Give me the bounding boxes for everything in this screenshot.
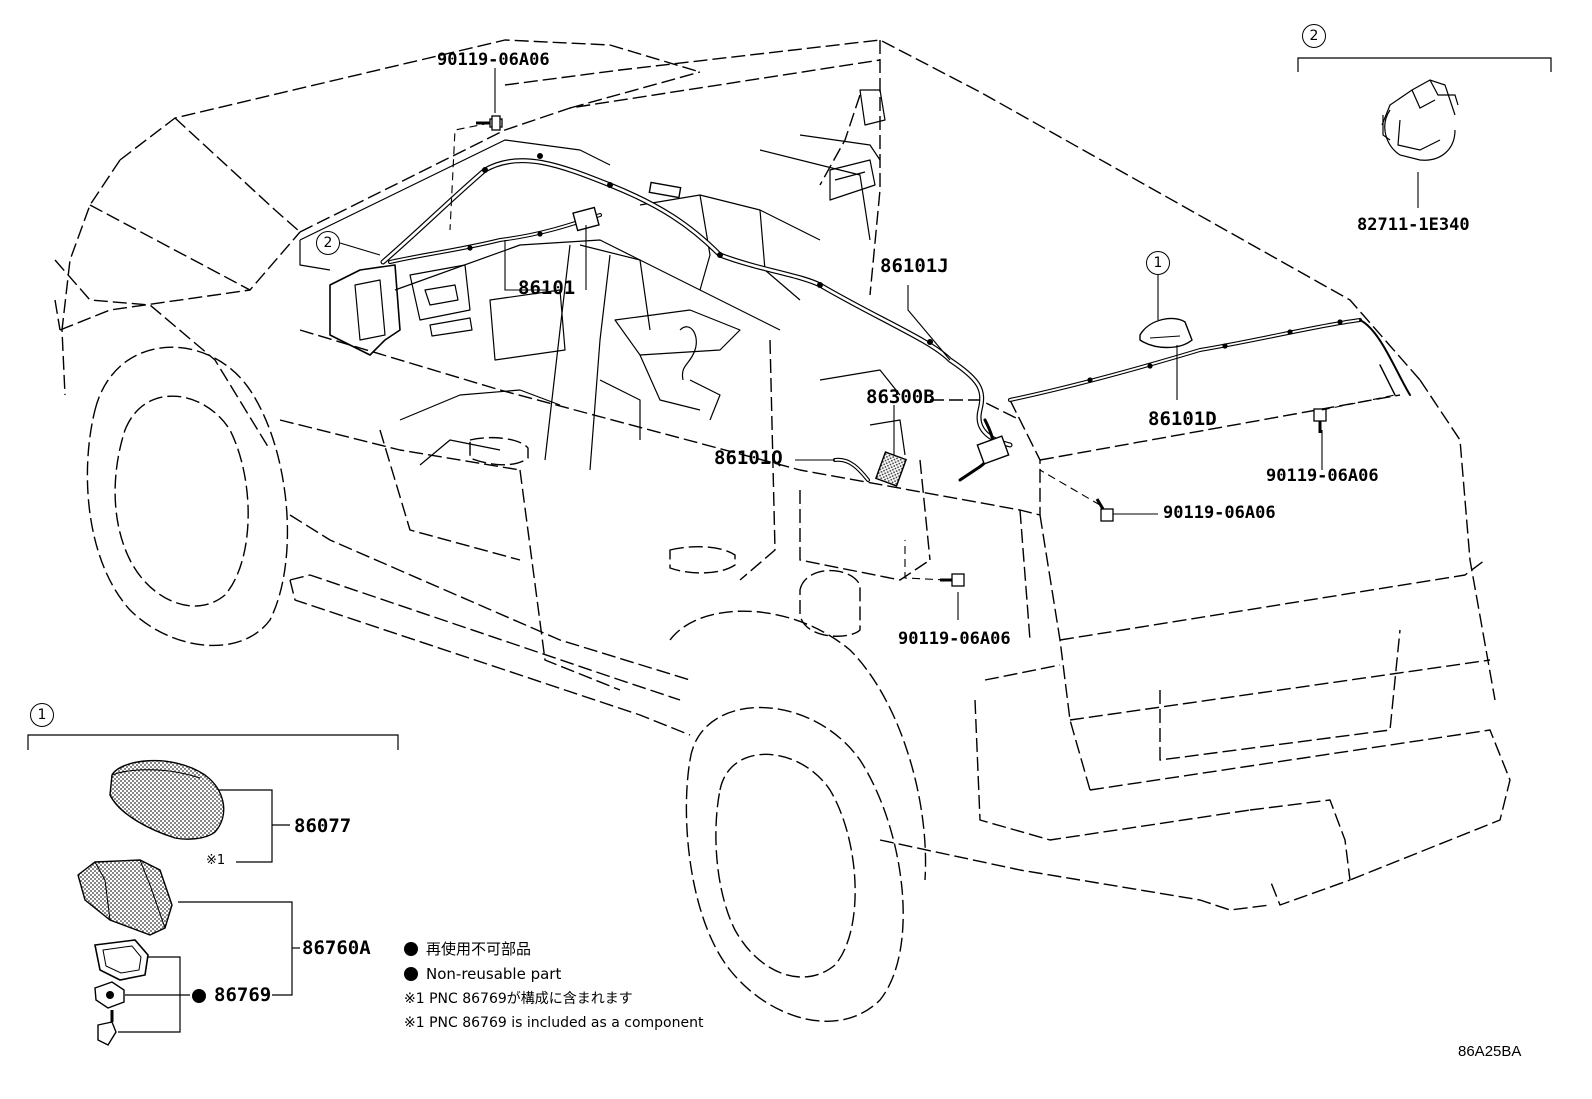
label-gasket-text: 86769	[214, 984, 272, 1006]
legend-jp-component: ※1 PNC 86769が構成に含まれます	[404, 991, 633, 1007]
legend-jp-nonreusable: 再使用不可部品	[404, 942, 531, 957]
label-bolt-mid: 90119-06A06	[1163, 503, 1276, 523]
callout-2-top: 2	[1302, 24, 1326, 48]
label-bolt-right: 90119-06A06	[1266, 466, 1379, 486]
legend-dot-jp	[404, 942, 418, 956]
label-harness-j: 86101J	[880, 255, 949, 277]
legend-jp-text: 再使用不可部品	[426, 940, 532, 958]
legend-dot-en	[404, 967, 418, 981]
label-bolt-low: 90119-06A06	[898, 629, 1011, 649]
label-clamp: 82711-1E340	[1357, 215, 1470, 235]
label-gasket: 86769	[192, 986, 271, 1005]
label-amplifier: 86300B	[866, 386, 935, 408]
label-harness-d: 86101D	[1148, 408, 1217, 430]
legend-en-component: ※1 PNC 86769 is included as a component	[404, 1015, 704, 1031]
label-note-ref: ※1	[206, 853, 226, 868]
figure-code: 86A25BA	[1458, 1043, 1522, 1060]
callout-1-detail: 1	[30, 703, 54, 727]
label-bolt-top: 90119-06A06	[437, 50, 550, 70]
label-harness-q: 86101Q	[714, 447, 783, 469]
label-antenna-cover: 86077	[294, 815, 352, 837]
callout-2-mirror: 2	[316, 231, 340, 255]
callout-1-roof: 1	[1146, 251, 1170, 275]
non-reusable-dot	[192, 989, 206, 1003]
label-harness-main: 86101	[518, 277, 576, 299]
label-antenna-assy: 86760A	[302, 937, 371, 959]
legend-en-nonreusable: Non-reusable part	[404, 967, 561, 982]
legend-en-text: Non-reusable part	[426, 965, 562, 983]
